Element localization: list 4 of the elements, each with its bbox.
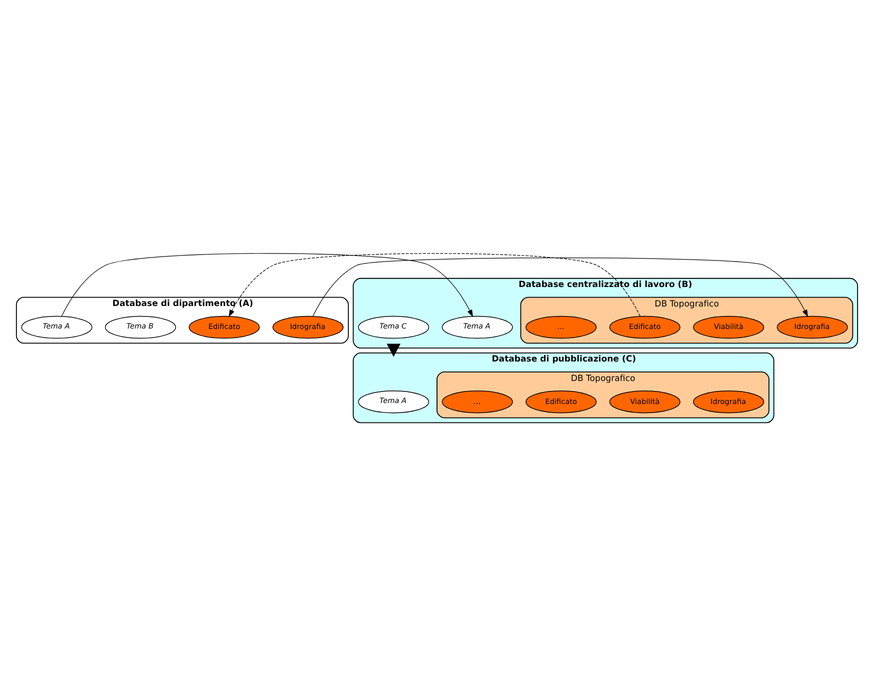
arrow: [312, 258, 808, 318]
arrow: [61, 253, 473, 318]
arrow: [386, 344, 400, 357]
arrow: [228, 253, 640, 318]
